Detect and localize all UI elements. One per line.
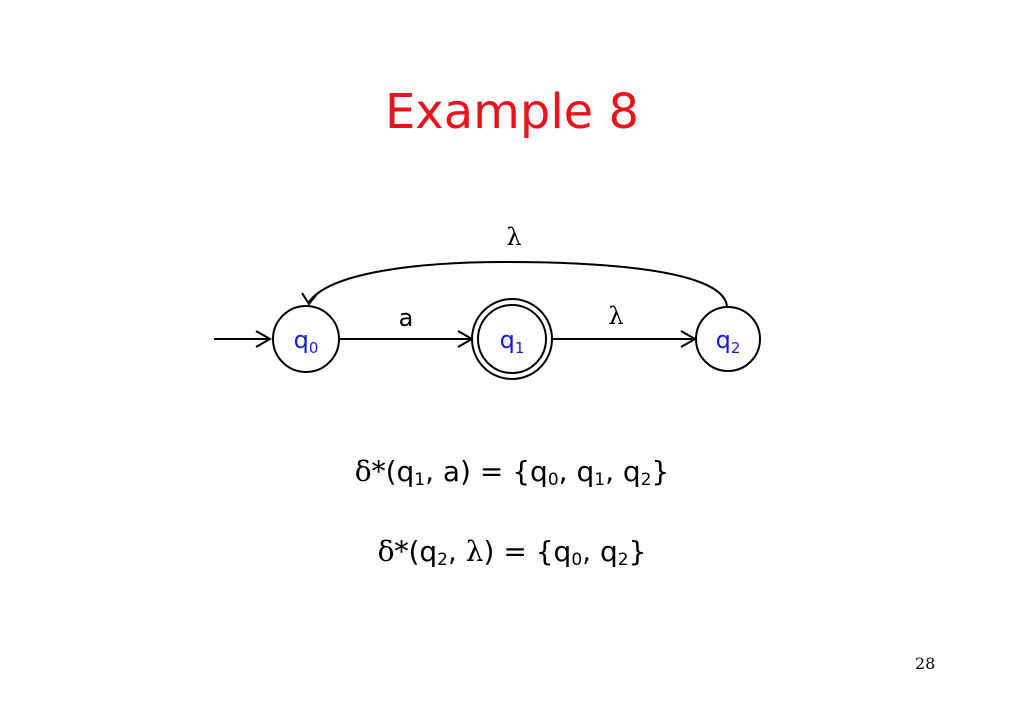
delta-symbol: δ <box>377 535 395 568</box>
state-label-q0: q <box>294 326 309 354</box>
transition-label-q0-q1: a <box>399 304 414 332</box>
eq-text: } <box>628 535 647 568</box>
eq-subscript: 2 <box>437 550 448 570</box>
eq-text: , a) = {q <box>425 455 548 488</box>
initial-arrow <box>214 330 273 348</box>
equation-delta-star-q1-a: δ*(q1, a) = {q0, q1, q2} <box>0 455 1024 489</box>
state-sub-q2: 2 <box>731 339 741 357</box>
transition-q1-q2: λ <box>553 302 698 348</box>
eq-subscript: 0 <box>571 550 583 570</box>
state-label-q1: q <box>500 326 515 354</box>
delta-symbol: δ <box>354 455 372 488</box>
transition-label-q2-q0: λ <box>506 223 521 251</box>
eq-subscript: 0 <box>547 470 559 490</box>
eq-text: } <box>651 455 670 488</box>
star-symbol: * <box>371 455 386 488</box>
transition-label-q1-q2: λ <box>608 302 623 330</box>
eq-text: , q <box>582 535 618 568</box>
state-label-q2: q <box>716 326 731 354</box>
state-sub-q0: 0 <box>309 339 319 357</box>
state-q1: q1 <box>471 298 553 380</box>
equation-delta-star-q2-lambda: δ*(q2, λ) = {q0, q2} <box>0 535 1024 569</box>
svg-text:q1: q1 <box>500 326 525 357</box>
eq-subscript: 1 <box>594 470 606 490</box>
eq-text: (q <box>408 535 438 568</box>
slide-title: Example 8 <box>384 84 640 140</box>
state-q0: q0 <box>272 305 340 373</box>
eq-text: , q <box>605 455 641 488</box>
eq-text: , q <box>558 455 595 488</box>
eq-text: (q <box>385 455 415 488</box>
star-symbol: * <box>394 535 409 568</box>
transition-q0-q1: a <box>340 304 475 348</box>
svg-text:q2: q2 <box>716 326 741 357</box>
eq-subscript: 2 <box>617 550 629 570</box>
transition-q2-q0: λ <box>301 223 728 307</box>
lambda-symbol: λ <box>465 535 484 568</box>
state-q2: q2 <box>695 306 761 372</box>
page-number: 28 <box>915 654 936 673</box>
eq-subscript: 2 <box>640 470 652 490</box>
eq-subscript: 1 <box>414 470 426 490</box>
eq-text: ) = {q <box>483 535 572 568</box>
svg-text:q0: q0 <box>294 326 319 357</box>
eq-text: , <box>447 535 466 568</box>
state-sub-q1: 1 <box>515 339 525 357</box>
